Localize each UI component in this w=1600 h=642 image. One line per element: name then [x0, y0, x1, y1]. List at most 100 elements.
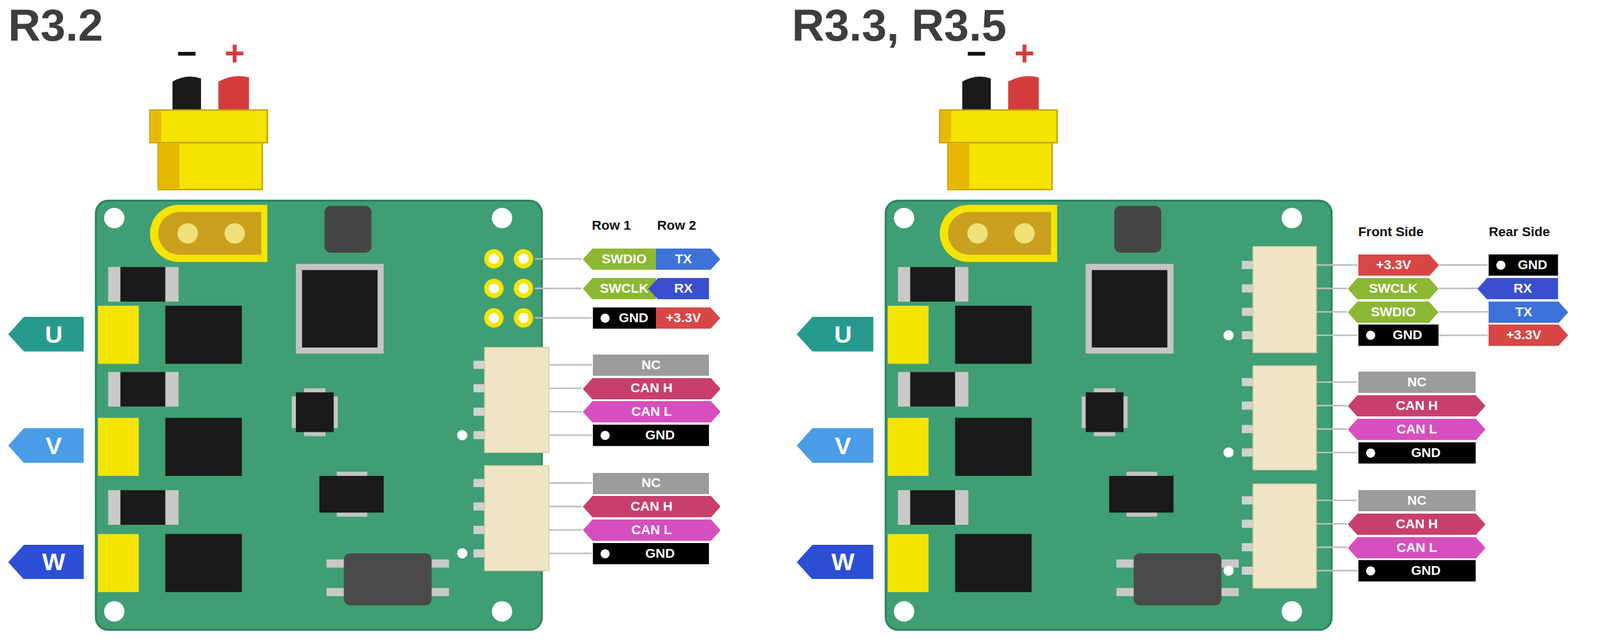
tag-fill [655, 248, 721, 270]
tag-fill [796, 545, 874, 580]
board-r33 [885, 76, 1332, 630]
tag-fill [1347, 395, 1486, 417]
pin-tag: CAN H [1347, 513, 1486, 536]
pin-tag: GND [1358, 560, 1476, 582]
pin-label: CAN L [631, 405, 672, 420]
tag-fill [582, 378, 721, 400]
pin-label: V [835, 433, 852, 459]
tag-fill [592, 424, 709, 447]
pin-label: SWDIO [601, 252, 647, 267]
tag-fill [582, 401, 721, 423]
polarity-sign: + [224, 36, 245, 72]
tag-fill [1358, 254, 1440, 276]
pin-tag: GND [592, 543, 709, 565]
tag-fill [582, 248, 657, 270]
tag-fill [1347, 537, 1486, 559]
ground-dot [1366, 566, 1376, 577]
pin-tag: NC [592, 473, 709, 495]
pin-tag: CAN H [582, 378, 721, 400]
pin-tag: CAN L [1347, 537, 1486, 559]
ground-dot [1366, 448, 1376, 458]
tag-fill [1358, 560, 1476, 582]
pin-tag: GND [1488, 254, 1559, 276]
tag-fill [592, 473, 709, 495]
phase-tag: V [8, 428, 84, 464]
ground-dot [1496, 260, 1506, 270]
leader-lines [534, 258, 1488, 571]
phase-tag: V [796, 428, 874, 464]
pin-tag: TX [1488, 301, 1569, 323]
pin-label: +3.3V [1376, 258, 1411, 273]
column-heading: Row 2 [657, 219, 696, 233]
ground-dot [600, 313, 610, 323]
pin-label: V [45, 433, 62, 459]
pin-label: NC [641, 358, 661, 373]
pin-tag: +3.3V [1358, 254, 1440, 276]
tag-fill [1358, 371, 1476, 394]
pin-tag: NC [592, 354, 709, 376]
pin-label: SWDIO [1370, 305, 1416, 320]
tag-fill [1347, 419, 1486, 441]
pin-label: U [44, 322, 63, 348]
jst-connector [484, 246, 1316, 589]
tag-fill [1488, 324, 1569, 346]
tag-fill [592, 307, 656, 329]
pin-tag: GND [1358, 442, 1476, 464]
pin-tag: CAN H [1347, 395, 1486, 417]
tag-fill [592, 354, 709, 376]
tag-fill [1347, 278, 1439, 300]
pin-label: GND [645, 429, 675, 443]
tag-fill [1488, 301, 1569, 323]
pin-label: CAN H [630, 500, 673, 514]
tag-fill [1358, 324, 1440, 346]
tag-fill [796, 317, 874, 352]
pin-label: NC [641, 476, 661, 491]
tag-fill [8, 317, 84, 352]
pin-tag: SWCLK [582, 278, 657, 300]
tag-fill [648, 278, 710, 300]
pin-tag: CAN L [582, 519, 721, 541]
tag-fill [796, 428, 874, 464]
pin-label: +3.3V [1506, 328, 1542, 343]
header-pins [484, 249, 534, 328]
ground-dot [600, 549, 610, 559]
tag-fill [1358, 490, 1476, 512]
ground-dot [600, 431, 610, 441]
tag-fill [1347, 301, 1439, 323]
pin-label: U [833, 322, 852, 348]
phase-tag: W [8, 545, 84, 580]
pin-tag: +3.3V [1488, 324, 1569, 346]
ground-dot [1366, 331, 1376, 341]
board-r32 [96, 76, 543, 630]
pin-tag: GND [1358, 324, 1440, 346]
tag-fill [1488, 254, 1559, 276]
pin-label: NC [1407, 494, 1427, 508]
phase-tag: U [8, 317, 84, 352]
pin-label: GND [1392, 328, 1423, 343]
polarity-sign: + [1014, 36, 1035, 72]
phase-tag: W [796, 545, 874, 580]
tag-fill [655, 307, 721, 329]
pin-label: GND [1410, 446, 1441, 461]
pin-label: W [42, 549, 66, 575]
tag-fill [1477, 278, 1559, 300]
pin-label: +3.3V [665, 311, 701, 326]
pin-tag: CAN L [582, 401, 721, 423]
tag-fill [1347, 513, 1486, 536]
pin-tag: NC [1358, 490, 1476, 512]
tag-fill [582, 519, 721, 541]
tag-fill [592, 543, 709, 565]
pin-label: CAN L [1396, 423, 1438, 437]
pin-label: CAN H [1396, 399, 1438, 414]
pin-tag: TX [655, 248, 721, 270]
pin-label: CAN H [630, 381, 673, 396]
polarity-sign: − [966, 36, 987, 72]
pin-label: NC [1407, 375, 1427, 390]
tag-fill [582, 278, 657, 300]
pin-label: GND [645, 547, 675, 562]
pin-tag: RX [648, 278, 710, 300]
pin-tag: SWDIO [1347, 301, 1439, 323]
pin-tag: +3.3V [655, 307, 721, 329]
pin-label: RX [1513, 282, 1532, 296]
pin-label: GND [618, 311, 649, 326]
